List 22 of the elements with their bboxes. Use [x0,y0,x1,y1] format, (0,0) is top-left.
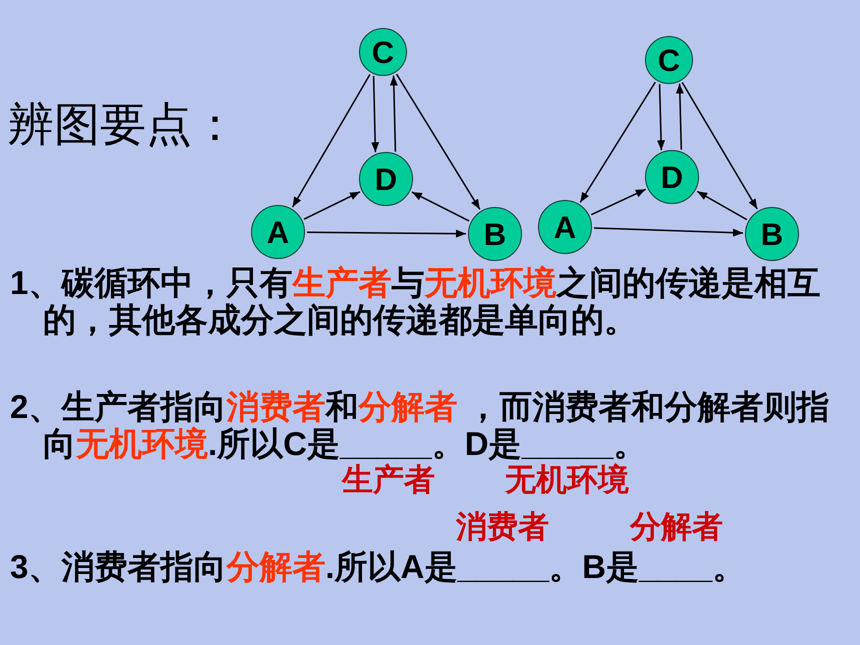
arrow [390,76,398,152]
arrow [292,74,371,208]
arrow [676,84,684,150]
arrow [396,74,480,210]
answer-text: 无机环境 [505,462,629,498]
arrow [682,82,758,210]
answer-text: 消费者 [456,509,549,545]
slide-title: 辨图要点： [8,98,238,152]
point-text: 2、生产者指向消费者和分解者 ，而消费者和分解者则指向无机环境.所以C是_____。D是_____。 [10,388,831,462]
answer-text: 生产者 [342,462,435,498]
arrow [657,84,666,150]
arrow [371,76,380,152]
arrow [590,188,646,216]
point-text: 1、碳循环中，只有生产者与无机环境之间的传递是相互的，其他各成分之间的传递都是单向的。 [10,264,822,338]
arrow [594,227,744,237]
arrow [304,191,360,220]
arrow [580,82,656,203]
point-text: 3、消费者指向分解者.所以A是_____。B是____。 [10,548,746,585]
arrow [307,230,466,238]
arrow [412,191,470,222]
answer-text: 分解者 [630,509,723,545]
arrow [696,190,748,220]
